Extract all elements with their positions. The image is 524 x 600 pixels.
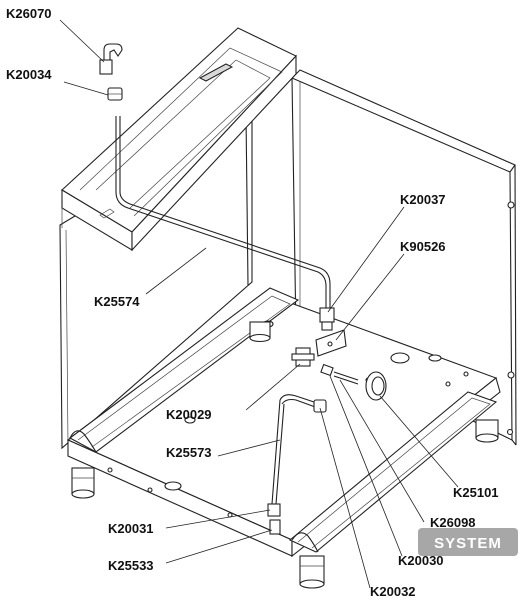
label-k20031: K20031 (108, 521, 154, 536)
part-labels: K26070 K20034 K20037 K90526 K25574 K2002… (6, 6, 499, 599)
hook-fitting (99, 43, 123, 75)
label-k20037: K20037 (400, 192, 446, 207)
label-k20029: K20029 (166, 407, 212, 422)
foot-front-right (299, 555, 325, 589)
label-k20032: K20032 (370, 584, 416, 599)
label-k25573: K25573 (166, 445, 212, 460)
short-pipe (320, 363, 359, 385)
label-k20034: K20034 (6, 67, 52, 82)
ring-gasket (365, 371, 387, 401)
upper-pipe (115, 116, 331, 310)
bottom-frame (66, 287, 501, 558)
label-k25101: K25101 (453, 485, 499, 500)
label-k20030: K20030 (398, 553, 444, 568)
nut-fitting (107, 87, 123, 101)
label-k25533: K25533 (108, 558, 154, 573)
leader-lines (59, 19, 459, 589)
lower-pipe (271, 394, 327, 505)
watermark-text: SYSTEM (434, 535, 502, 552)
label-k26098: K26098 (430, 515, 476, 530)
feet (71, 321, 499, 589)
foot-back-right (475, 419, 499, 443)
foot-front-left (71, 467, 95, 499)
label-k90526: K90526 (400, 239, 446, 254)
top-coupling (319, 307, 335, 331)
foot-back-left (249, 321, 271, 343)
label-k25574: K25574 (94, 294, 140, 309)
label-k26070: K26070 (6, 6, 52, 21)
watermark-badge: SYSTEM (418, 528, 518, 556)
valve-fitting (291, 347, 315, 367)
